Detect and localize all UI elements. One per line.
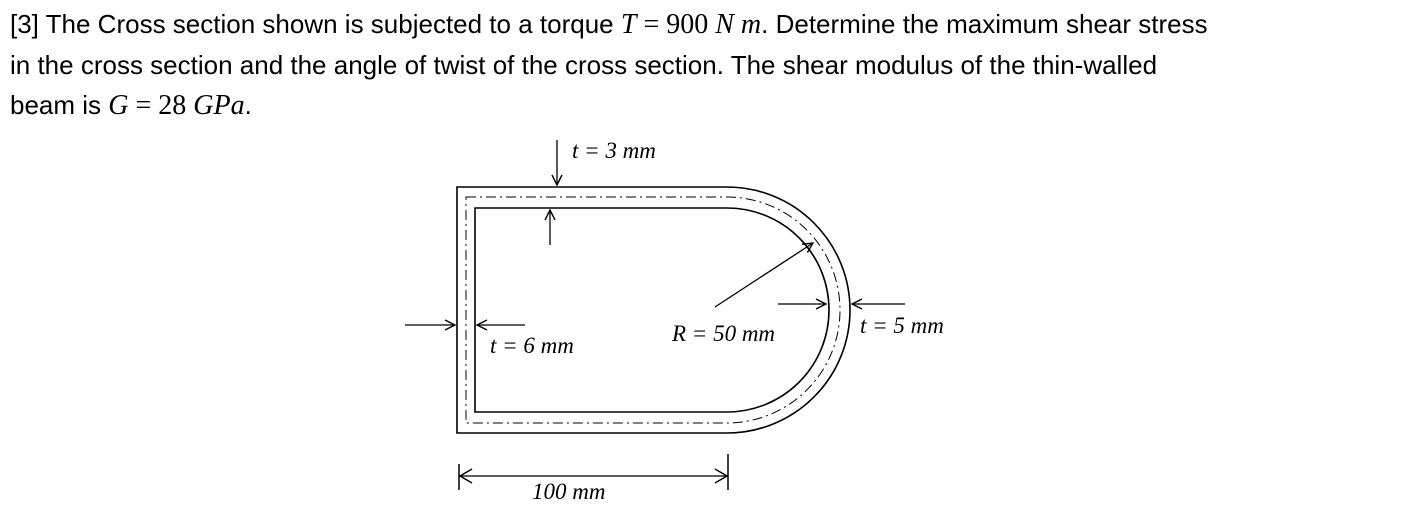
top-thickness-label: t = 3 mm (572, 138, 656, 163)
outer-wall-outline (456, 186, 851, 434)
modulus-unit: GPa (193, 90, 245, 121)
torque-unit: N m (715, 9, 762, 40)
modulus-expression: G = 28 GPa (108, 90, 244, 121)
width-dimension-arrow-left (458, 468, 473, 484)
problem-line-1: [3] The Cross section shown is subjected… (10, 4, 1400, 45)
line3-prefix: beam is (10, 90, 109, 120)
inner-wall-outline (474, 207, 830, 413)
line3-suffix: . (244, 90, 252, 120)
line1-suffix: . Determine the maximum shear stress (761, 9, 1208, 39)
arc-thickness-label: t = 5 mm (860, 313, 944, 338)
torque-equals: = 900 (636, 9, 716, 40)
width-label: 100 mm (532, 479, 605, 504)
modulus-symbol: G (108, 90, 129, 121)
torque-expression: T = 900 N m (621, 9, 761, 40)
problem-line-2: in the cross section and the angle of tw… (10, 50, 1158, 80)
left-thickness-label: t = 6 mm (490, 333, 574, 358)
line1-prefix: [3] The Cross section shown is subjected… (10, 9, 621, 39)
radius-arrow (714, 243, 813, 308)
width-dimension-arrow-right (714, 468, 729, 484)
problem-statement: [3] The Cross section shown is subjected… (10, 4, 1400, 126)
torque-symbol: T (620, 9, 637, 40)
problem-line-3: beam is G = 28 GPa. (10, 85, 1400, 126)
modulus-equals: = 28 (128, 90, 194, 121)
radius-label: R = 50 mm (671, 321, 775, 346)
wall-centerline (465, 196, 841, 424)
